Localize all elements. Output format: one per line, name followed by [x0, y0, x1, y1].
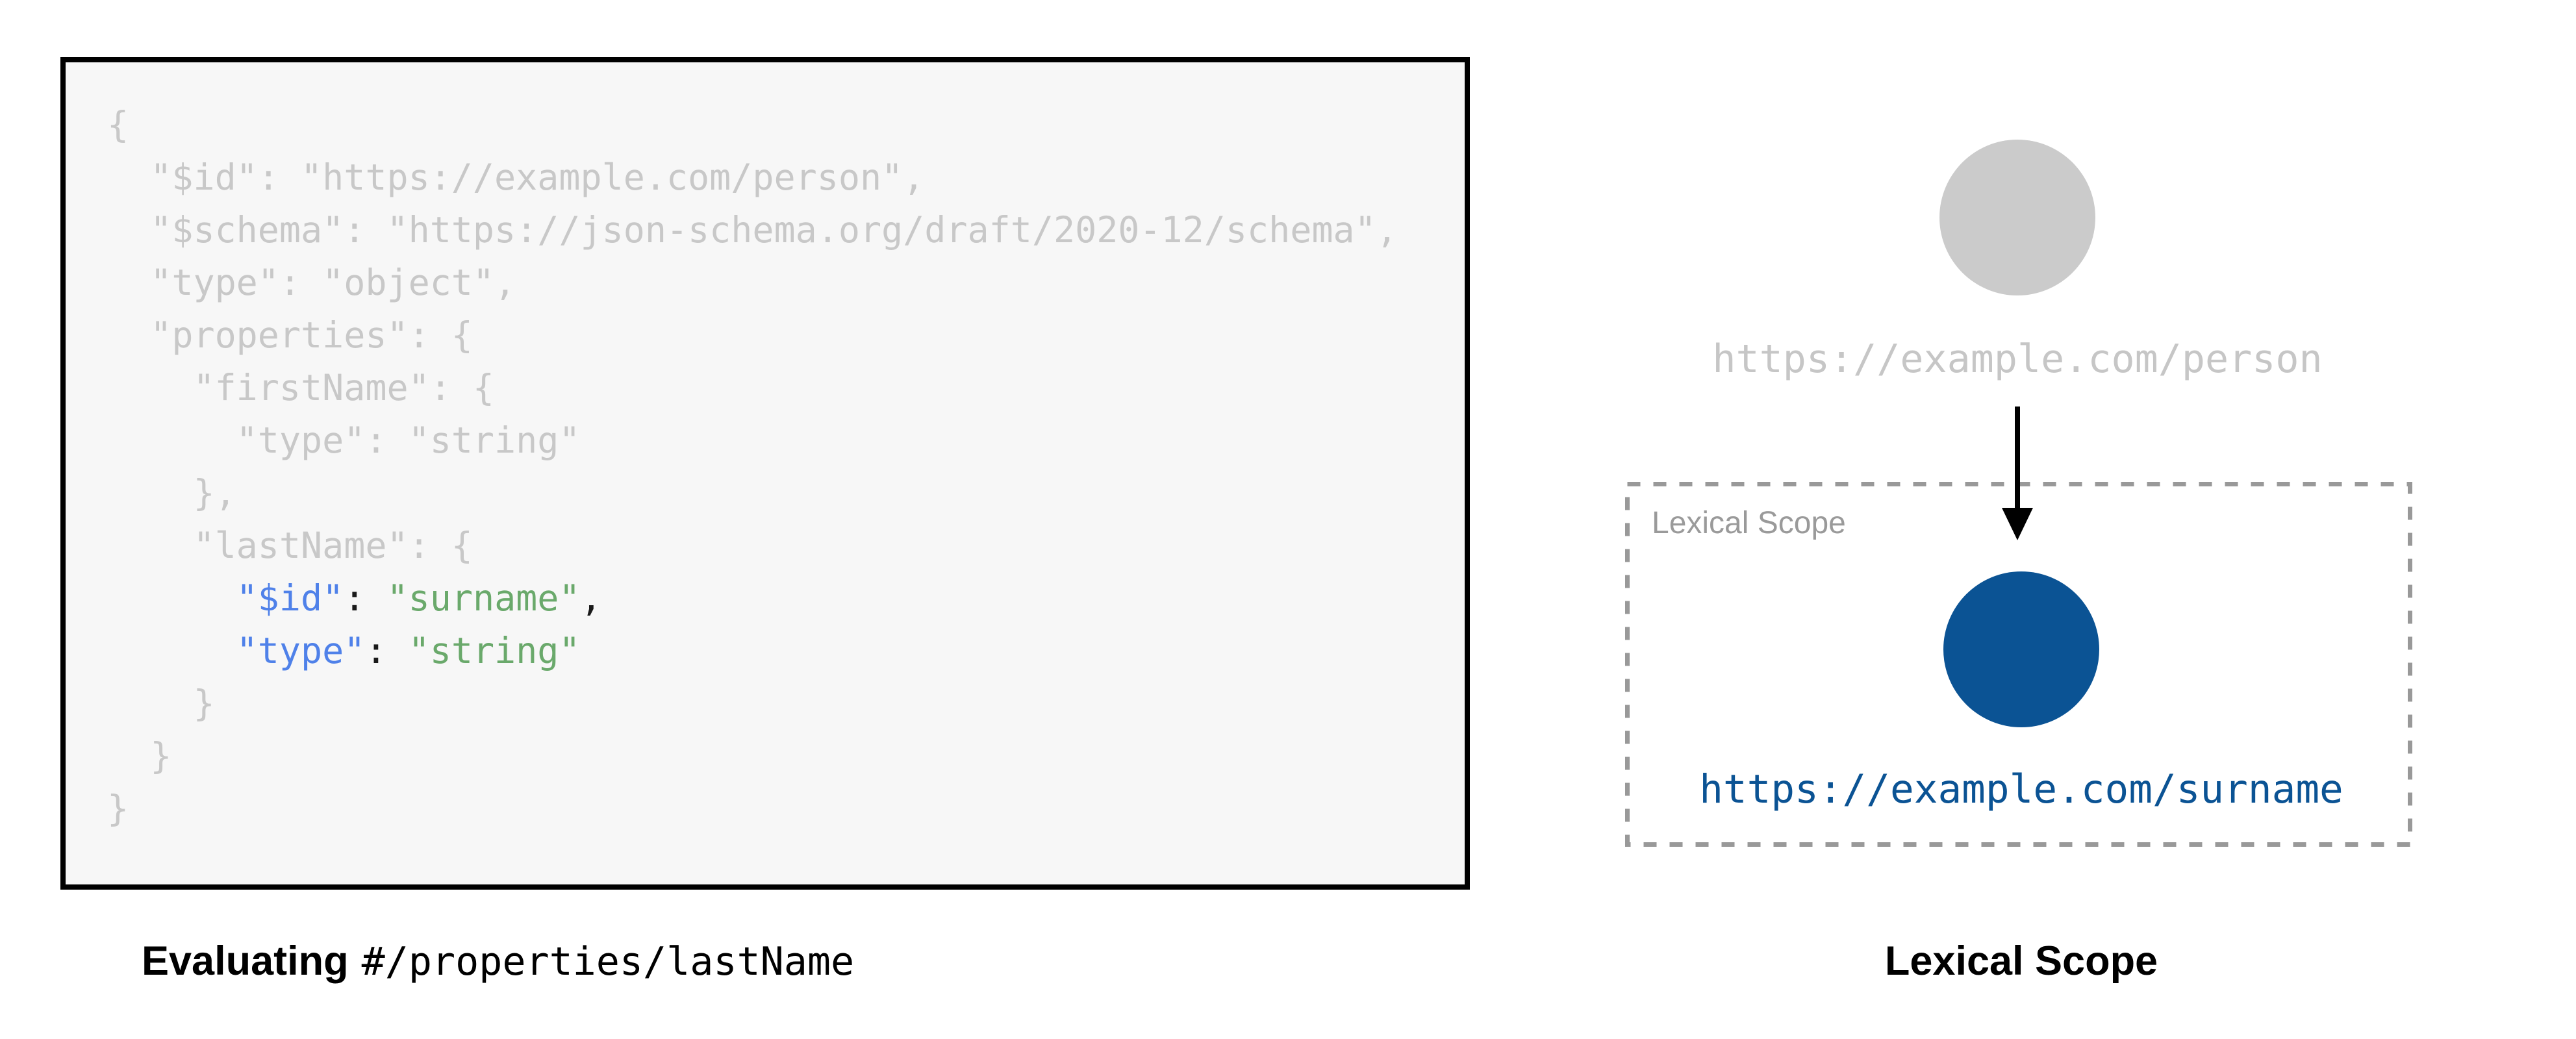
code-line: "type": "string"	[107, 419, 581, 461]
code-line: }	[107, 735, 172, 777]
surname-node-circle	[1943, 571, 2099, 727]
lexical-scope-box-label: Lexical Scope	[1652, 506, 1846, 540]
arrow-down-icon	[2002, 407, 2033, 540]
code-line: "$schema": "https://json-schema.org/draf…	[107, 209, 1398, 251]
code-line: "properties": {	[107, 314, 473, 356]
surname-node-label: https://example.com/surname	[1699, 766, 2343, 812]
code-line: "type": "string"	[236, 630, 581, 671]
code-line: "$id": "https://example.com/person",	[107, 156, 925, 198]
code-line: }	[107, 788, 129, 829]
code-block: { "$id": "https://example.com/person", "…	[107, 99, 1452, 835]
code-line: "firstName": {	[107, 367, 495, 408]
code-line: "lastName": {	[107, 525, 473, 566]
json-schema-code-panel: { "$id": "https://example.com/person", "…	[60, 57, 1470, 890]
code-line: "$id": "surname",	[236, 577, 602, 619]
code-line: },	[107, 472, 236, 514]
left-caption-bold: Evaluating	[142, 938, 349, 984]
left-caption: Evaluating #/properties/lastName	[142, 938, 854, 984]
person-node-circle	[1939, 140, 2095, 295]
code-line: "type": "object",	[107, 262, 516, 303]
person-node-label: https://example.com/person	[1712, 336, 2323, 382]
left-caption-pointer: #/properties/lastName	[361, 939, 855, 984]
code-line: }	[107, 682, 215, 724]
right-caption: Lexical Scope	[1884, 938, 2158, 984]
code-line: {	[107, 104, 129, 145]
